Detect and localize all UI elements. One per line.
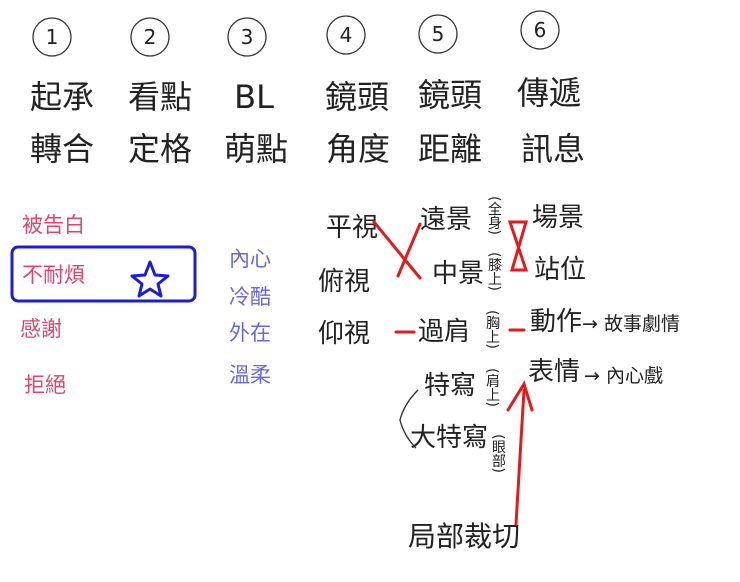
col2-line1: 看點 (128, 78, 192, 116)
col1-line1: 起承 (30, 78, 94, 116)
col5-line1: 鏡頭 (418, 76, 482, 114)
column-headings: 起承 轉合 看點 定格 BL 萌點 鏡頭 角度 鏡頭 距離 傳遞 訊息 (30, 74, 585, 168)
arrow-icon: → (584, 365, 600, 387)
col6-line1: 傳遞 (517, 74, 581, 112)
angle-1: 平視 (326, 213, 378, 243)
red-marks (372, 220, 534, 526)
pink-list: 被告白 不耐煩 感謝 拒絕 (20, 213, 85, 397)
detail-1: 故事劇情 (604, 313, 680, 335)
col-number-6: 6 (534, 18, 547, 42)
pink-item-1: 被告白 (22, 213, 85, 237)
cross-mark (372, 220, 422, 280)
circle-3 (227, 17, 267, 57)
circle-2 (130, 17, 170, 57)
distance-4: 特寫 (424, 371, 476, 401)
purple-item-3: 外在 (229, 321, 271, 345)
long-arrow (514, 388, 526, 526)
bracket-notes: (全身) (膝上) (胸上) (肩上) (眼部) (484, 196, 506, 473)
angle-3: 仰視 (318, 319, 370, 349)
message-1: 場景 (532, 203, 584, 233)
message-3: 動作 (530, 307, 582, 337)
col-number-5: 5 (432, 22, 445, 46)
col-number-4: 4 (340, 23, 353, 47)
bracket-note-3: (胸上) (484, 310, 500, 349)
detail-list: → 故事劇情 → 內心戲 (582, 313, 680, 387)
arrowhead-icon (506, 380, 534, 412)
hourglass-mark (507, 220, 529, 272)
closeup-label: 局部裁切 (408, 520, 520, 553)
distance-5: 大特寫 (410, 423, 488, 453)
col-number-2: 2 (144, 25, 157, 49)
col4-line2: 角度 (326, 130, 390, 168)
circle-1 (32, 17, 72, 57)
brace-line (399, 389, 419, 449)
col1-line2: 轉合 (30, 130, 94, 168)
distance-2: 中景 (432, 259, 484, 289)
col5-line2: 距離 (418, 130, 482, 168)
arrow-icon: → (582, 313, 598, 335)
star-icon (130, 260, 170, 298)
detail-2: 內心戲 (606, 365, 663, 387)
col-number-1: 1 (46, 25, 59, 49)
circle-4 (326, 15, 366, 55)
distance-3: 過肩 (418, 317, 470, 347)
pink-item-3: 感謝 (20, 317, 62, 341)
col3-line1: BL (234, 78, 274, 116)
col6-line2: 訊息 (521, 130, 585, 168)
col4-line1: 鏡頭 (325, 78, 389, 116)
pink-item-4: 拒絕 (24, 373, 66, 397)
column-numbers: 1 2 3 4 5 6 (46, 18, 547, 49)
message-list: 場景 站位 動作 表情 (528, 203, 586, 387)
circle-6 (520, 10, 560, 50)
angle-2: 俯視 (318, 267, 370, 297)
purple-item-4: 溫柔 (229, 363, 271, 387)
col3-line2: 萌點 (224, 130, 288, 168)
message-2: 站位 (534, 255, 586, 285)
highlight-box (10, 245, 197, 303)
purple-item-1: 內心 (229, 247, 271, 271)
purple-list: 內心 冷酷 外在 溫柔 (229, 247, 271, 387)
distance-list: 遠景 中景 過肩 特寫 大特寫 (410, 205, 488, 453)
purple-item-2: 冷酷 (229, 285, 271, 309)
bracket-note-4: (肩上) (484, 368, 500, 407)
pink-item-2: 不耐煩 (22, 263, 85, 287)
col-number-3: 3 (241, 25, 254, 49)
bracket-note-1: (全身) (486, 196, 502, 235)
bracket-note-2: (膝上) (486, 252, 502, 291)
angle-list: 平視 俯視 仰視 (318, 213, 378, 349)
message-4: 表情 (528, 357, 580, 387)
col2-line2: 定格 (128, 130, 192, 168)
cross-mark (396, 222, 422, 278)
circle-5 (418, 14, 458, 54)
bracket-note-5: (眼部) (490, 434, 506, 473)
column-circles (32, 10, 560, 57)
distance-1: 遠景 (420, 205, 472, 235)
